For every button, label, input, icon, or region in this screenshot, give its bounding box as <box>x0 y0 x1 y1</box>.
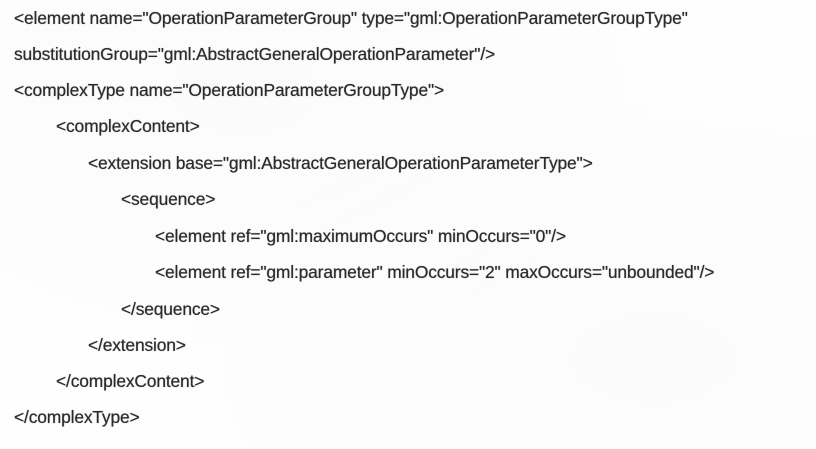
code-line-1: <element name="OperationParameterGroup" … <box>14 8 688 28</box>
code-line-11: </complexContent> <box>56 371 205 391</box>
code-line-4: <complexContent> <box>56 116 200 136</box>
code-line-10: </extension> <box>88 335 186 355</box>
code-line-6: <sequence> <box>121 189 216 209</box>
code-line-2: substitutionGroup="gml:AbstractGeneralOp… <box>14 44 496 64</box>
code-line-5: <extension base="gml:AbstractGeneralOper… <box>88 153 593 173</box>
code-line-9: </sequence> <box>121 299 220 319</box>
code-line-12: </complexType> <box>14 407 140 427</box>
code-line-7: <element ref="gml:maximumOccurs" minOccu… <box>155 226 566 246</box>
code-line-8: <element ref="gml:parameter" minOccurs="… <box>155 262 715 282</box>
code-line-3: <complexType name="OperationParameterGro… <box>14 80 445 100</box>
